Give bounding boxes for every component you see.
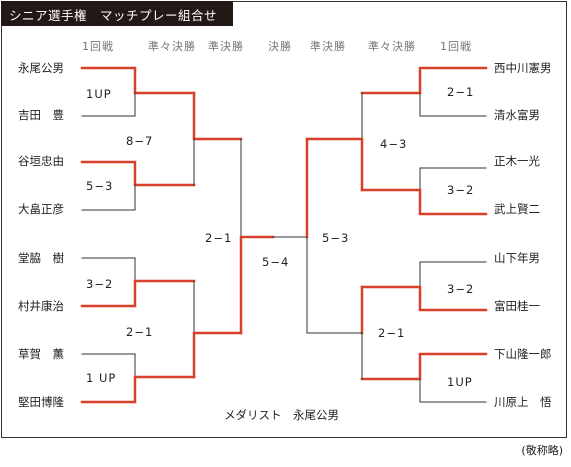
bracket-line bbox=[306, 332, 363, 380]
player-left-4: 大畠正彦 bbox=[18, 202, 64, 216]
bracket-line-win bbox=[239, 235, 275, 335]
round-label-left-sf: 準決勝 bbox=[208, 39, 244, 53]
score-right-r1-a: 2−1 bbox=[447, 85, 474, 99]
player-left-8: 堅田博隆 bbox=[18, 395, 64, 409]
score-right-r1-d: 1UP bbox=[447, 375, 473, 389]
player-right-6: 富田桂一 bbox=[494, 299, 540, 313]
score-left-sf: 2−1 bbox=[205, 231, 232, 245]
player-left-3: 谷垣忠由 bbox=[18, 154, 64, 168]
score-right-qf-b: 2−1 bbox=[378, 326, 405, 340]
score-right-r1-b: 3−2 bbox=[447, 183, 474, 197]
player-left-6: 村井康治 bbox=[18, 299, 64, 313]
bracket-line-win bbox=[80, 160, 196, 187]
score-left-r1-b: 5−3 bbox=[86, 179, 113, 193]
bracket-frame bbox=[1, 1, 567, 438]
bracket-line-win bbox=[360, 66, 488, 95]
round-label-right-qf: 準々決勝 bbox=[368, 39, 416, 53]
bracket-line bbox=[419, 167, 487, 191]
player-left-1: 永尾公男 bbox=[18, 61, 64, 75]
score-left-r1-d: 1 UP bbox=[86, 371, 116, 385]
player-left-2: 吉田 豊 bbox=[18, 108, 64, 122]
score-left-qf-a: 8−7 bbox=[126, 134, 153, 148]
bracket-line-win bbox=[80, 279, 196, 308]
score-right-sf: 5−3 bbox=[322, 231, 349, 245]
player-left-5: 堂脇 樹 bbox=[18, 251, 64, 265]
score-final: 5−4 bbox=[262, 255, 289, 269]
bracket-line bbox=[81, 92, 136, 117]
score-left-r1-c: 3−2 bbox=[86, 277, 113, 291]
score-left-r1-a: 1UP bbox=[86, 87, 112, 101]
player-right-5: 山下年男 bbox=[494, 251, 540, 265]
bracket-line bbox=[419, 378, 487, 403]
round-label-left-qf: 準々決勝 bbox=[148, 39, 196, 53]
player-right-2: 清水富男 bbox=[494, 108, 540, 122]
bracket-line bbox=[81, 257, 136, 282]
bracket-line-win bbox=[192, 331, 243, 379]
bracket-line-win bbox=[360, 285, 488, 312]
bracket-line bbox=[419, 261, 487, 288]
bracket-line bbox=[81, 184, 136, 211]
title-bar: シニア選手権 マッチプレー組合せ bbox=[1, 1, 233, 26]
player-right-1: 西中川憲男 bbox=[494, 61, 552, 75]
round-label-right-sf: 準決勝 bbox=[310, 39, 346, 53]
bracket-line-win bbox=[360, 352, 488, 381]
bracket-line-win bbox=[80, 66, 196, 95]
bracket-line-win bbox=[305, 137, 364, 192]
player-right-4: 武上賢二 bbox=[494, 202, 540, 216]
round-label-final: 決勝 bbox=[268, 39, 292, 53]
bracket-line bbox=[81, 353, 136, 378]
bracket-line bbox=[419, 92, 487, 117]
player-right-8: 川原上 悟 bbox=[494, 395, 552, 409]
page-title: シニア選手権 マッチプレー組合せ bbox=[9, 8, 218, 23]
medalist-label: メダリスト 永尾公男 bbox=[224, 408, 339, 422]
score-right-r1-c: 3−2 bbox=[447, 282, 474, 296]
player-right-3: 正木一光 bbox=[494, 154, 540, 168]
bracket-line-win bbox=[360, 188, 488, 216]
score-left-qf-b: 2−1 bbox=[126, 325, 153, 339]
round-label-left-r1: 1回戦 bbox=[82, 40, 114, 53]
score-right-qf-a: 4−3 bbox=[380, 137, 407, 151]
honorifics-note: (敬称略) bbox=[521, 444, 563, 457]
round-label-right-r1: 1回戦 bbox=[440, 40, 472, 53]
bracket-line-win bbox=[192, 91, 243, 141]
player-left-7: 草賀 薫 bbox=[18, 347, 64, 361]
bracket-line-win bbox=[80, 375, 196, 404]
player-right-7: 下山隆一郎 bbox=[494, 347, 552, 361]
